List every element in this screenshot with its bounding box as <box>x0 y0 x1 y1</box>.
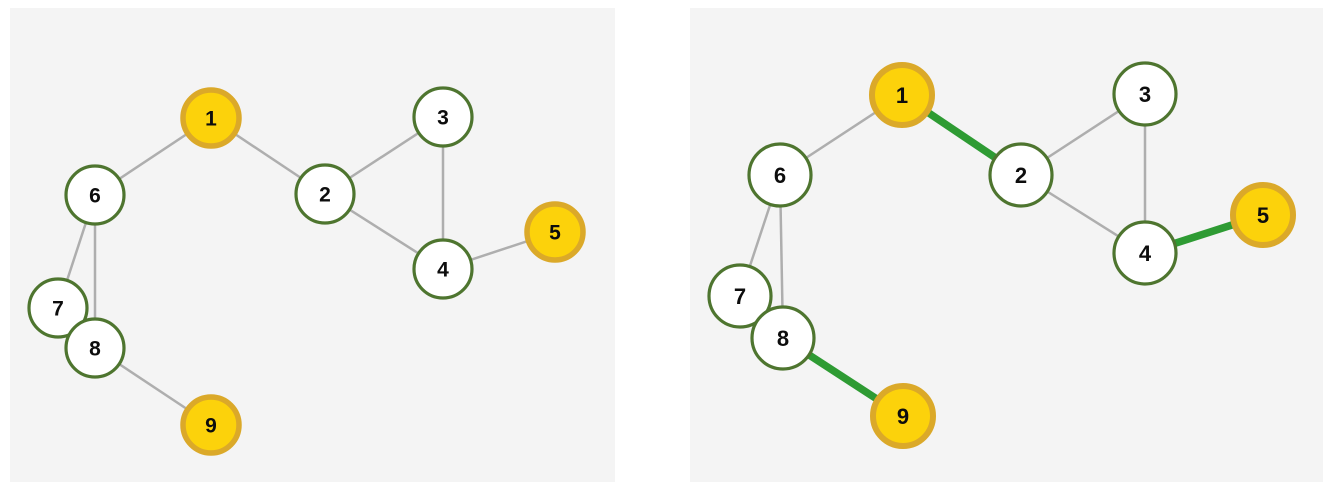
node-label-6: 6 <box>89 185 101 208</box>
node-9-highlighted: 9 <box>870 383 936 449</box>
node-4: 4 <box>412 238 474 300</box>
graph-panel-right: 1 2 3 4 5 6 7 8 9 <box>690 8 1323 482</box>
node-label-5: 5 <box>1257 203 1269 228</box>
node-1-highlighted: 1 <box>869 62 935 128</box>
node-label-7: 7 <box>52 298 64 321</box>
node-1-highlighted: 1 <box>180 87 242 149</box>
node-5-highlighted: 5 <box>1230 182 1296 248</box>
node-3: 3 <box>1112 61 1178 127</box>
node-label-8: 8 <box>777 326 789 351</box>
node-label-3: 3 <box>1139 82 1151 107</box>
node-label-2: 2 <box>319 184 331 207</box>
node-label-6: 6 <box>774 163 786 188</box>
graph-panel-left: 1 2 3 4 5 6 7 8 9 <box>10 8 615 482</box>
node-8: 8 <box>750 305 816 371</box>
node-5-highlighted: 5 <box>524 201 586 263</box>
node-label-4: 4 <box>437 259 449 282</box>
node-label-1: 1 <box>205 108 217 131</box>
node-label-1: 1 <box>896 83 908 108</box>
node-6: 6 <box>747 142 813 208</box>
node-7: 7 <box>27 277 89 339</box>
node-label-9: 9 <box>897 404 909 429</box>
graph-canvas-left: 1 2 3 4 5 6 7 8 9 <box>27 86 586 456</box>
node-2: 2 <box>294 163 356 225</box>
node-label-8: 8 <box>89 338 101 361</box>
node-label-9: 9 <box>205 415 217 438</box>
node-label-5: 5 <box>549 222 561 245</box>
node-2: 2 <box>988 142 1054 208</box>
node-label-4: 4 <box>1139 241 1152 266</box>
node-label-3: 3 <box>437 107 449 130</box>
node-7: 7 <box>707 263 773 329</box>
node-6: 6 <box>64 164 126 226</box>
graph-canvas-right: 1 2 3 4 5 6 7 8 9 <box>707 61 1296 449</box>
node-9-highlighted: 9 <box>180 394 242 456</box>
node-label-2: 2 <box>1015 163 1027 188</box>
node-8: 8 <box>64 317 126 379</box>
node-3: 3 <box>412 86 474 148</box>
node-4: 4 <box>1112 220 1178 286</box>
node-label-7: 7 <box>734 284 746 309</box>
